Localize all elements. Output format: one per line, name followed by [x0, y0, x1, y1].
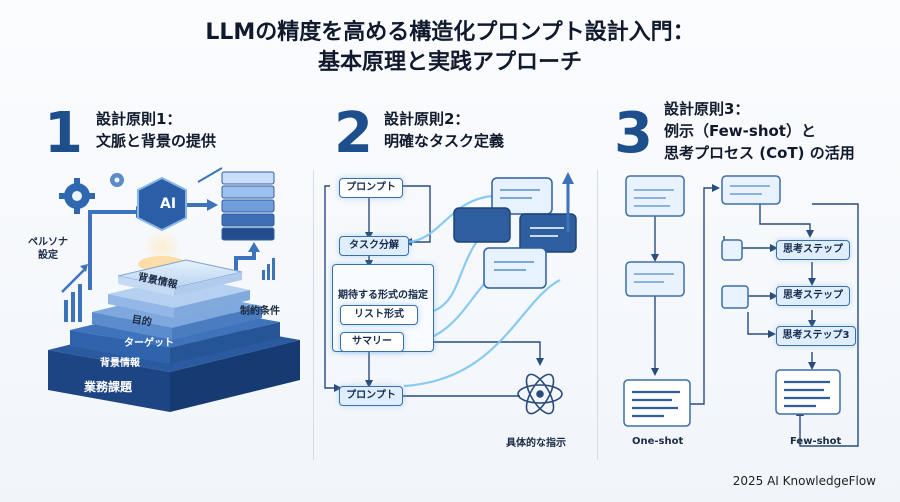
thinking-step-2-box: 思考ステップ [776, 286, 850, 306]
summary-box: サマリー [340, 332, 404, 352]
footer-credit: 2025 AI KnowledgeFlow [732, 474, 876, 488]
task-decomp-box: タスク分解 [339, 236, 409, 256]
prompt-bottom-box: プロンプト [339, 386, 403, 406]
persona-label: ペルソナ 設定 [28, 236, 68, 262]
section-2-number: 2 [334, 101, 373, 166]
layer-pyramid [48, 259, 300, 412]
bar-chart-icon [64, 284, 82, 322]
gear-icon [59, 178, 95, 214]
specific-instruction-label: 具体的な指示 [506, 438, 566, 449]
section-3-heading: 設計原則3： 例示（Few-shot）と 思考プロセス (CoT) の活用 [664, 98, 855, 164]
section-2-heading: 設計原則2： 明確なタスク定義 [384, 108, 504, 152]
section-2-heading-line2: 明確なタスク定義 [384, 132, 505, 150]
trend-arrow-icon [61, 269, 85, 293]
divider-1 [313, 170, 314, 460]
ai-badge: AI [160, 196, 177, 212]
oneshot-label: One-shot [632, 436, 684, 447]
section-1-heading-line2: 文脈と背景の提供 [96, 132, 217, 150]
arrow-constraints [234, 250, 256, 280]
section-3-heading-line3: 思考プロセス (CoT) の活用 [664, 144, 855, 162]
layer-label-3: ターゲット [124, 338, 174, 349]
thinking-step-1-box: 思考ステップ [776, 240, 850, 260]
oneshot-cards [623, 175, 691, 427]
fewshot-cards [721, 175, 841, 415]
thinking-step-3-box: 思考ステップ3 [776, 326, 856, 346]
section-2-heading-line1: 設計原則2： [384, 110, 470, 128]
section-3-number: 3 [614, 101, 653, 166]
persona-label-line1: ペルソナ [28, 237, 68, 248]
chat-bubble-icons [453, 177, 577, 289]
bar-chart-icon-right [262, 258, 275, 280]
list-format-box: リスト形式 [340, 305, 418, 325]
section-1-number: 1 [44, 101, 83, 166]
prompt-top-box: プロンプト [339, 178, 403, 198]
format-spec-label: 期待する形式の指定 [338, 290, 428, 301]
section-3-heading-line1: 設計原則3： [664, 100, 750, 118]
layer-label-4: 背景情報 [100, 358, 140, 369]
divider-2 [597, 170, 598, 460]
section-1-heading: 設計原則1： 文脈と背景の提供 [96, 108, 216, 152]
fewshot-label: Few-shot [790, 436, 842, 447]
data-stack-icon [221, 171, 275, 241]
persona-label-line2: 設定 [38, 250, 58, 261]
layer-label-5: 業務課題 [84, 380, 133, 394]
trend-line-icon [197, 167, 223, 183]
title-line-1: LLMの精度を高める構造化プロンプト設計入門： [205, 20, 695, 45]
atom-icon [517, 373, 563, 415]
title-line-2: 基本原理と実践アプローチ [317, 50, 582, 75]
section-3-heading-line2: 例示（Few-shot）と [664, 122, 816, 140]
arrow-persona [88, 210, 140, 290]
section-1-heading-line1: 設計原則1： [96, 110, 182, 128]
constraints-label: 制約条件 [240, 306, 280, 317]
page-title: LLMの精度を高める構造化プロンプト設計入門： 基本原理と実践アプローチ [0, 18, 900, 78]
gear-small-icon [110, 173, 124, 187]
